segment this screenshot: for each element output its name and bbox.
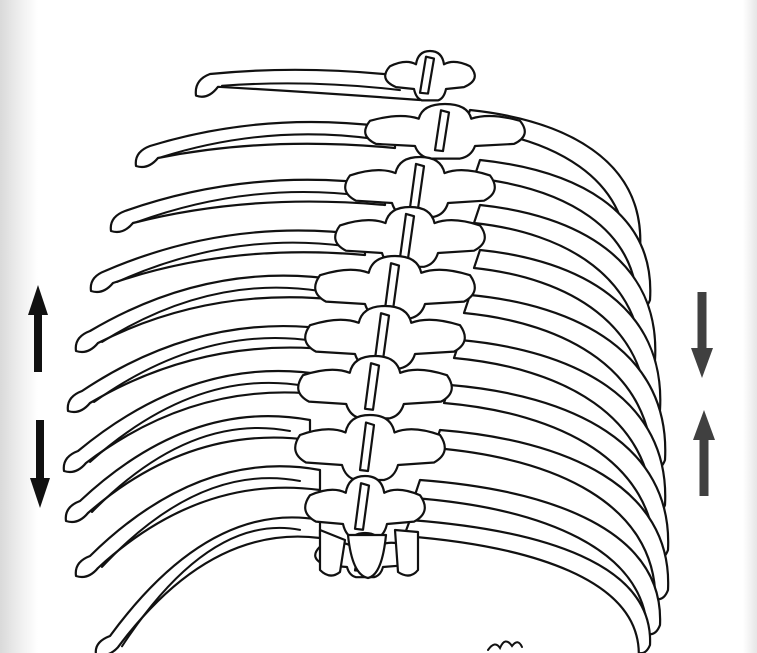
ink-scribble xyxy=(488,641,522,650)
vertebra-fragment xyxy=(320,530,345,576)
arrow-down-icon xyxy=(691,292,713,378)
arrow-up-icon xyxy=(28,285,48,372)
arrow-down-icon xyxy=(30,420,50,508)
vertebra-fragment xyxy=(395,530,418,576)
left-rib xyxy=(136,122,395,167)
arrow-up-icon xyxy=(693,410,715,496)
ink-marks xyxy=(488,641,522,650)
